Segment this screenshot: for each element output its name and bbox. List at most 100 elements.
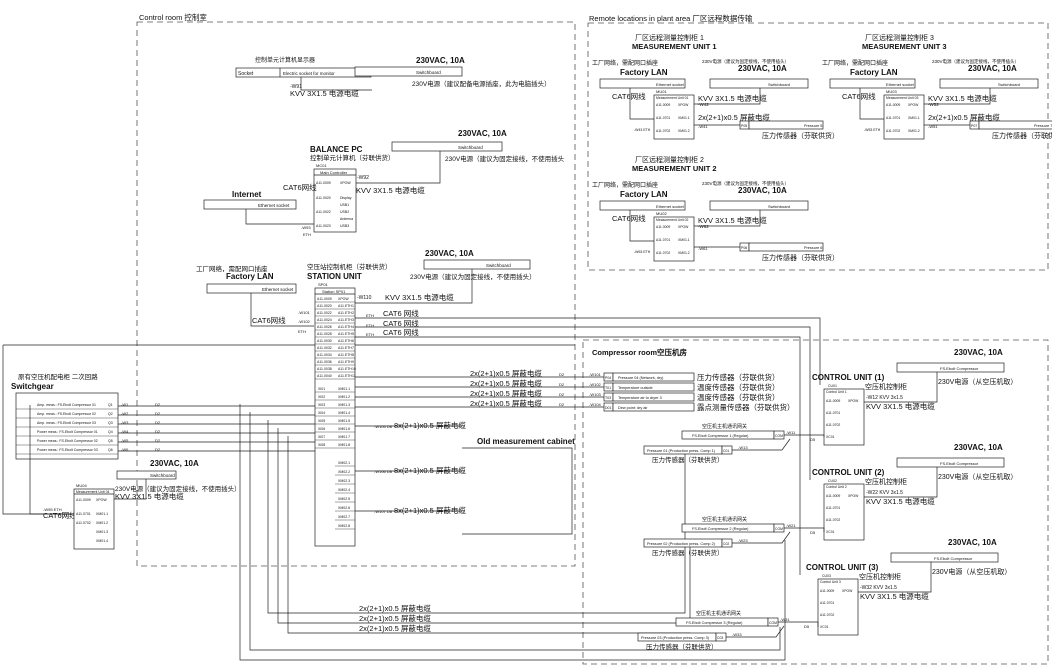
- sensor-name: Dew point: dry air: [618, 406, 648, 410]
- control-unit-d: D5: [804, 624, 810, 629]
- internet-cat6: CAT6网线: [283, 182, 317, 192]
- measurement-unit-ac: 230VAC, 10A: [968, 64, 1017, 73]
- station-pin-right: A11.ETH10: [338, 367, 356, 371]
- station-pin-label: A11.0009: [317, 297, 332, 301]
- sensor-w-tag: -W104: [589, 402, 602, 407]
- measurement-unit-eth-wire: [629, 88, 654, 120]
- measurement-unit-socket: [829, 78, 916, 89]
- control-unit-power-wire: [858, 562, 932, 593]
- control-room-label: Control room 控制室: [139, 12, 207, 22]
- measurement-unit-pin: A11.0702: [656, 129, 670, 133]
- svg-text:MC01: MC01: [316, 163, 327, 168]
- measurement-unit-cable: KVV 3X1.5 电源电缆: [698, 215, 767, 225]
- station-pin-right: A11.ETH3: [338, 318, 354, 322]
- svg-text:-W102: -W102: [298, 319, 311, 324]
- measurement-unit-pin: A11.0009: [656, 103, 670, 107]
- control-unit-gateway-wire: [784, 527, 825, 532]
- station-pin-right: A11.ETH11: [338, 374, 356, 378]
- sensor-cable-label: 2x(2+1)x0.5 屏蔽电缆: [470, 368, 542, 378]
- control-unit-gateway-pin: COM: [775, 527, 783, 531]
- sensor-name: Temperature air to dryer 3: [618, 396, 662, 400]
- switchgear-row: Power meas.: FS.Ebolt Compressor 03: [37, 448, 98, 452]
- measurement-unit-pin-right: XM01.2: [678, 129, 690, 133]
- measurement-unit-pin-right: XPOW: [678, 225, 689, 229]
- control-unit-cn: 空压机控制柜: [865, 382, 907, 391]
- measurement-unit-lan-note: 工厂网络，需配网口插座: [822, 59, 888, 67]
- measurement-unit-lan-note: 工厂网络，需配网口插座: [592, 59, 658, 67]
- measurement-unit-switchboard-label: Switchboard: [998, 82, 1020, 87]
- measurement-unit-sens-box: [748, 120, 824, 130]
- control-unit-pressure-cn: 压力传感器（芬联供货）: [646, 642, 718, 651]
- switchgear-w: -W5: [121, 438, 129, 443]
- switchgear-d: D2: [155, 411, 161, 416]
- control-unit-pin: A11.0701: [820, 601, 834, 605]
- control-unit-cable: KVV 3X1.5 电源电缆: [860, 591, 929, 601]
- measurement-unit-pin-right: XM01.2: [678, 251, 690, 255]
- mu04-power-note: 230V电源（建议为固定接线，不使用插头）: [115, 484, 241, 493]
- switchgear-row: Amp. meas.: FS.Ebolt Compressor 02: [37, 412, 96, 416]
- svg-text:ETH: ETH: [366, 323, 374, 328]
- monitor-wire: -W91: [290, 84, 302, 90]
- monitor-switchboard: [354, 66, 463, 77]
- switchgear-d: D2: [155, 420, 161, 425]
- measurement-unit-box: [883, 94, 925, 140]
- measurement-unit-sens-cable: 2x(2+1)x0.5 屏蔽电缆: [928, 112, 1000, 122]
- measurement-unit-sens-w: -W41: [698, 124, 708, 129]
- station-pin-right: A11.ETH5: [338, 332, 354, 336]
- switchgear-d: D2: [155, 447, 161, 452]
- bus-cable-label: 8x(2+1)x0.5 屏蔽电缆: [394, 420, 466, 430]
- bus-cable-tag: -W107 D8: [374, 509, 393, 514]
- station-aim2-label: XM02.5: [338, 497, 350, 501]
- svg-text:XM01.1: XM01.1: [96, 512, 108, 516]
- station-aim-label: XM01.8: [338, 443, 350, 447]
- switchgear-w: -W3: [121, 420, 129, 425]
- station-pin-label: A11.0030: [317, 339, 332, 343]
- measurement-unit-title: MEASUREMENT UNIT 2: [632, 164, 717, 173]
- svg-text:A11.0009: A11.0009: [76, 498, 91, 502]
- switchgear-w: -W4: [121, 429, 129, 434]
- measurement-unit-power-wire: [924, 88, 991, 105]
- station-power-note: 230V电源（建议为固定接线，不使用插头）: [410, 272, 536, 281]
- measurement-unit-head2: Measurement Unit 03: [886, 96, 919, 100]
- station-switchboard: [423, 259, 531, 270]
- measurement-unit-pin: A11.0701: [886, 116, 900, 120]
- measurement-unit-sens: Pressure 7: [1034, 124, 1052, 128]
- measurement-unit-lan-note: 工厂网络，需配网口插座: [592, 181, 658, 189]
- control-unit-pressure-wire: [732, 531, 791, 544]
- control-unit-cable: KVV 3X1.5 电源电缆: [866, 401, 935, 411]
- measurement-unit-cable: KVV 3X1.5 电源电缆: [928, 93, 997, 103]
- compressor-room-frame: [582, 339, 1049, 665]
- measurement-unit-socket: [599, 78, 686, 89]
- bus-cable-tag: -W106 D8: [374, 469, 393, 474]
- control-unit-w: -W32 KVV 3x1.5: [860, 585, 897, 591]
- old-cabinet-label: Old measurement cabinet: [477, 437, 575, 446]
- control-unit-pin: A11.0009: [826, 399, 840, 403]
- balance-pc-wire: -W92: [357, 175, 369, 181]
- control-unit-pin-right: XPOW: [842, 589, 853, 593]
- station-unit-box: [314, 287, 356, 547]
- monitor-title: 控制单元计算机显示器: [255, 56, 315, 64]
- control-unit-head: CU01: [828, 384, 837, 388]
- station-pin-label: A11.0026: [317, 325, 332, 329]
- svg-text:A11.0020: A11.0020: [316, 196, 331, 200]
- control-unit-head2: Control Unit 1: [826, 390, 847, 394]
- station-ai-label: XI08: [318, 443, 325, 447]
- switchgear-title: Switchgear: [11, 382, 54, 391]
- bottom-cable-1: 2x(2+1)x0.5 屏蔽电缆: [359, 603, 431, 613]
- station-pin-label: A11.0036: [317, 360, 332, 364]
- switchgear-pin: Q4: [108, 430, 113, 434]
- measurement-unit-pin-right: XM01.2: [908, 129, 920, 133]
- control-unit-w3: -W13: [738, 445, 748, 450]
- station-pin-right: A11.ETH9: [338, 360, 354, 364]
- svg-text:XM01.4: XM01.4: [96, 539, 108, 543]
- station-aim2-label: XM02.7: [338, 515, 350, 519]
- measurement-unit-socket: [599, 200, 686, 211]
- measurement-unit-eth: -W53 ETH: [864, 128, 881, 132]
- sensor-w-tag: -W101: [589, 372, 602, 377]
- balance-power-note: 230V电源（建议为固定接线，不使用插头: [445, 154, 565, 163]
- bus-cable-label: 8x(2+1)x0.5 屏蔽电缆: [394, 465, 466, 475]
- measurement-unit-cat6: CAT6网线: [842, 91, 876, 101]
